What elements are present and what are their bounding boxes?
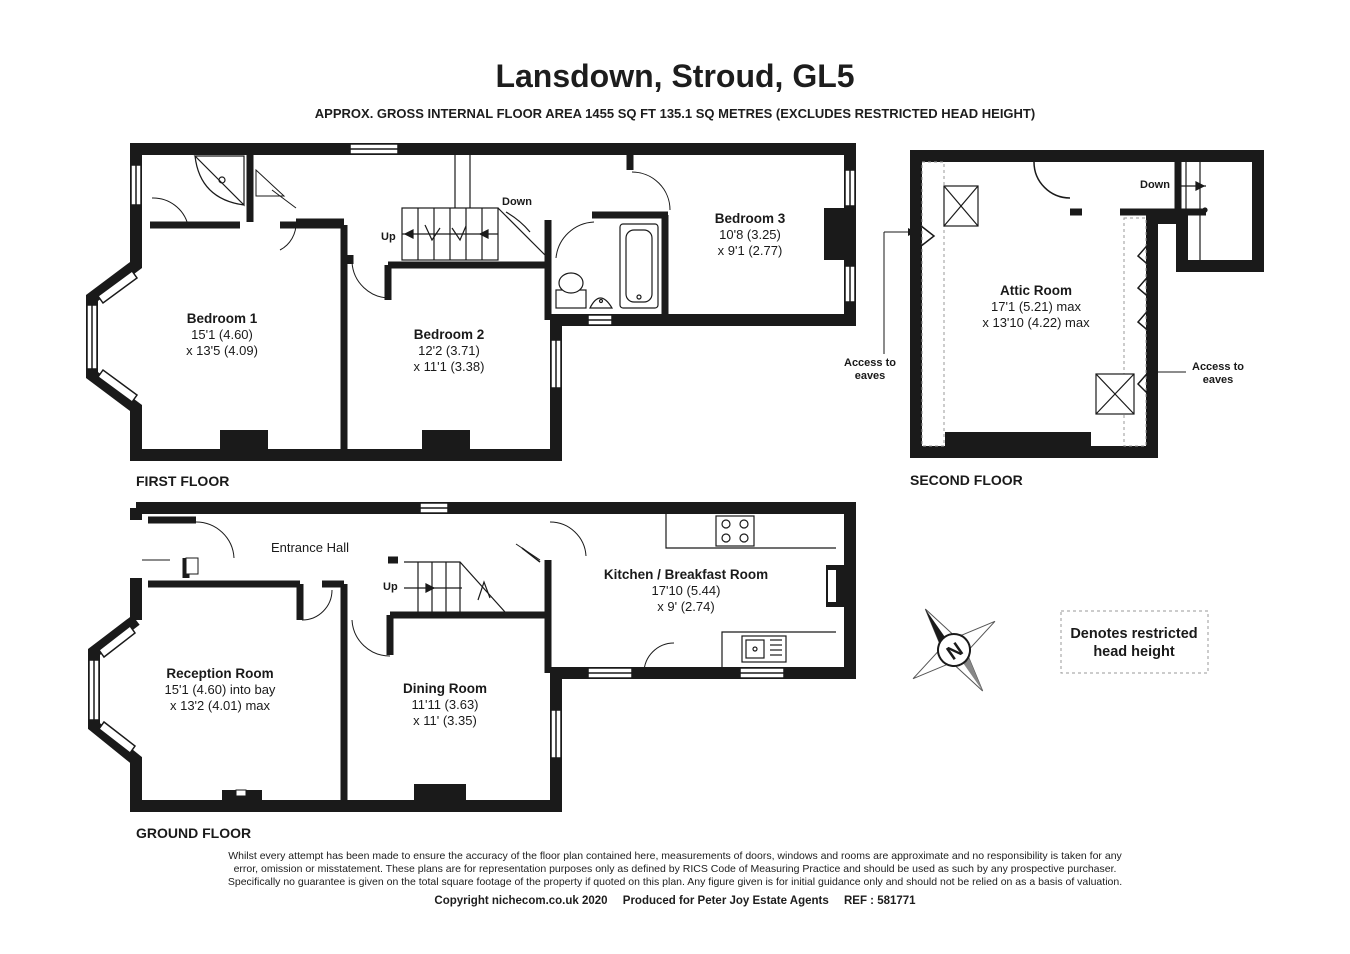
- bedroom3-dim2: x 9'1 (2.77): [718, 243, 783, 258]
- kitchen-dim1: 17'10 (5.44): [652, 583, 721, 598]
- first-floor-plan: Up Down: [86, 143, 856, 461]
- dining-room-dim1: 11'11 (3.63): [411, 697, 478, 712]
- first-floor-internal-walls: [150, 155, 669, 452]
- restricted-head-height-zones: [921, 161, 1147, 447]
- second-floor-staircase: [1178, 162, 1208, 266]
- second-floor-internal-walls: [1070, 162, 1206, 216]
- first-floor-windows: [130, 143, 856, 389]
- copyright-line: Copyright nichecom.co.uk 2020 Produced f…: [0, 895, 1350, 907]
- bedroom1-name: Bedroom 1: [187, 311, 258, 326]
- first-floor-door-swings: [151, 168, 671, 299]
- bathroom-fittings: [555, 223, 659, 309]
- restricted-head-height-legend-box: [1060, 610, 1209, 674]
- access-eaves-left-line1: Access to: [844, 357, 896, 369]
- ground-floor-door-swings: [142, 521, 675, 674]
- copyright-text: Copyright nichecom.co.uk 2020: [434, 895, 608, 907]
- compass-icon: [912, 608, 996, 692]
- second-floor-label: SECOND FLOOR: [910, 472, 1023, 488]
- produced-for-text: Produced for Peter Joy Estate Agents: [622, 895, 829, 907]
- access-eaves-left-arrow: [908, 228, 916, 236]
- reception-fireplace-hearth: [235, 789, 247, 797]
- attic-floor-strip: [945, 432, 1091, 446]
- attic-room-name: Attic Room: [1000, 283, 1072, 298]
- disclaimer-line1: Whilst every attempt has been made to en…: [228, 850, 1122, 862]
- eaves-access-doors: [915, 161, 1153, 399]
- bedroom2-dim1: 12'2 (3.71): [418, 343, 480, 358]
- attic-room-dim1: 17'1 (5.21) max: [991, 299, 1081, 314]
- bedroom3-dim1: 10'8 (3.25): [719, 227, 781, 242]
- legend-line1: Denotes restricted: [1070, 626, 1197, 642]
- first-floor-outer-wall: [86, 143, 856, 461]
- kitchen-chimney-recess: [828, 570, 836, 602]
- rooflights: [943, 185, 1135, 415]
- ground-floor-label: GROUND FLOOR: [136, 825, 251, 841]
- entrance-hall-name: Entrance Hall: [271, 540, 349, 555]
- ground-floor-windows: [88, 502, 785, 759]
- kitchen-units: [665, 514, 836, 668]
- first-floor-bay-windows: [86, 269, 139, 404]
- reception-room-dim1: 15'1 (4.60) into bay: [165, 682, 276, 697]
- first-floor-label: FIRST FLOOR: [136, 473, 229, 489]
- front-door-step: [185, 557, 199, 575]
- first-floor-stairs-down-label: Down: [502, 196, 532, 208]
- ground-floor-staircase: [404, 561, 506, 613]
- bedroom1-dim2: x 13'5 (4.09): [186, 343, 258, 358]
- second-floor-outer-wall: [910, 150, 1264, 458]
- access-eaves-right-line1: Access to: [1192, 361, 1244, 373]
- reception-room-name: Reception Room: [166, 666, 273, 681]
- access-eaves-right-arrow: [1150, 368, 1158, 376]
- dining-room-name: Dining Room: [403, 681, 487, 696]
- disclaimer-text: Whilst every attempt has been made to en…: [190, 850, 1160, 889]
- shower-tray: [193, 155, 245, 207]
- ground-floor-outer-wall: [88, 502, 856, 812]
- access-eaves-right-line2: eaves: [1203, 374, 1234, 386]
- bedroom2-name: Bedroom 2: [414, 327, 485, 342]
- reference-text: REF : 581771: [843, 895, 916, 907]
- first-floor-stairs-up-label: Up: [381, 231, 396, 243]
- plan-title: Lansdown, Stroud, GL5: [495, 58, 855, 94]
- dining-room-dim2: x 11' (3.35): [413, 713, 477, 728]
- access-eaves-left-line2: eaves: [855, 370, 886, 382]
- ground-floor-internal-walls: [148, 516, 552, 804]
- bedroom2-chimney-breast: [422, 430, 470, 450]
- legend-line2: head height: [1093, 644, 1175, 660]
- first-floor-staircase: [401, 155, 546, 261]
- eaves-door-jambs: [1148, 232, 1158, 368]
- bedroom3-chimney-breast: [824, 208, 844, 260]
- disclaimer-line3: Specifically no guarantee is given on th…: [227, 876, 1123, 888]
- second-floor-plan: Down Access to eaves Access to eaves: [844, 150, 1264, 458]
- bedroom2-dim2: x 11'1 (3.38): [414, 359, 485, 374]
- reception-room-dim2: x 13'2 (4.01) max: [170, 698, 271, 713]
- bedroom3-name: Bedroom 3: [715, 211, 786, 226]
- kitchen-dim2: x 9' (2.74): [657, 599, 714, 614]
- bedroom1-dim1: 15'1 (4.60): [191, 327, 253, 342]
- dining-room-chimney-breast: [414, 784, 466, 802]
- ground-floor-plan: Up: [88, 502, 856, 812]
- second-floor-stairs-down-label: Down: [1140, 179, 1170, 191]
- disclaimer-line2: error, omission or misstatement. These p…: [233, 863, 1117, 875]
- attic-room-dim2: x 13'10 (4.22) max: [982, 315, 1090, 330]
- kitchen-name: Kitchen / Breakfast Room: [604, 567, 768, 582]
- floor-area-subtitle: APPROX. GROSS INTERNAL FLOOR AREA 1455 S…: [314, 106, 1036, 121]
- bedroom1-chimney-breast: [220, 430, 268, 450]
- ground-floor-stairs-up-label: Up: [383, 581, 398, 593]
